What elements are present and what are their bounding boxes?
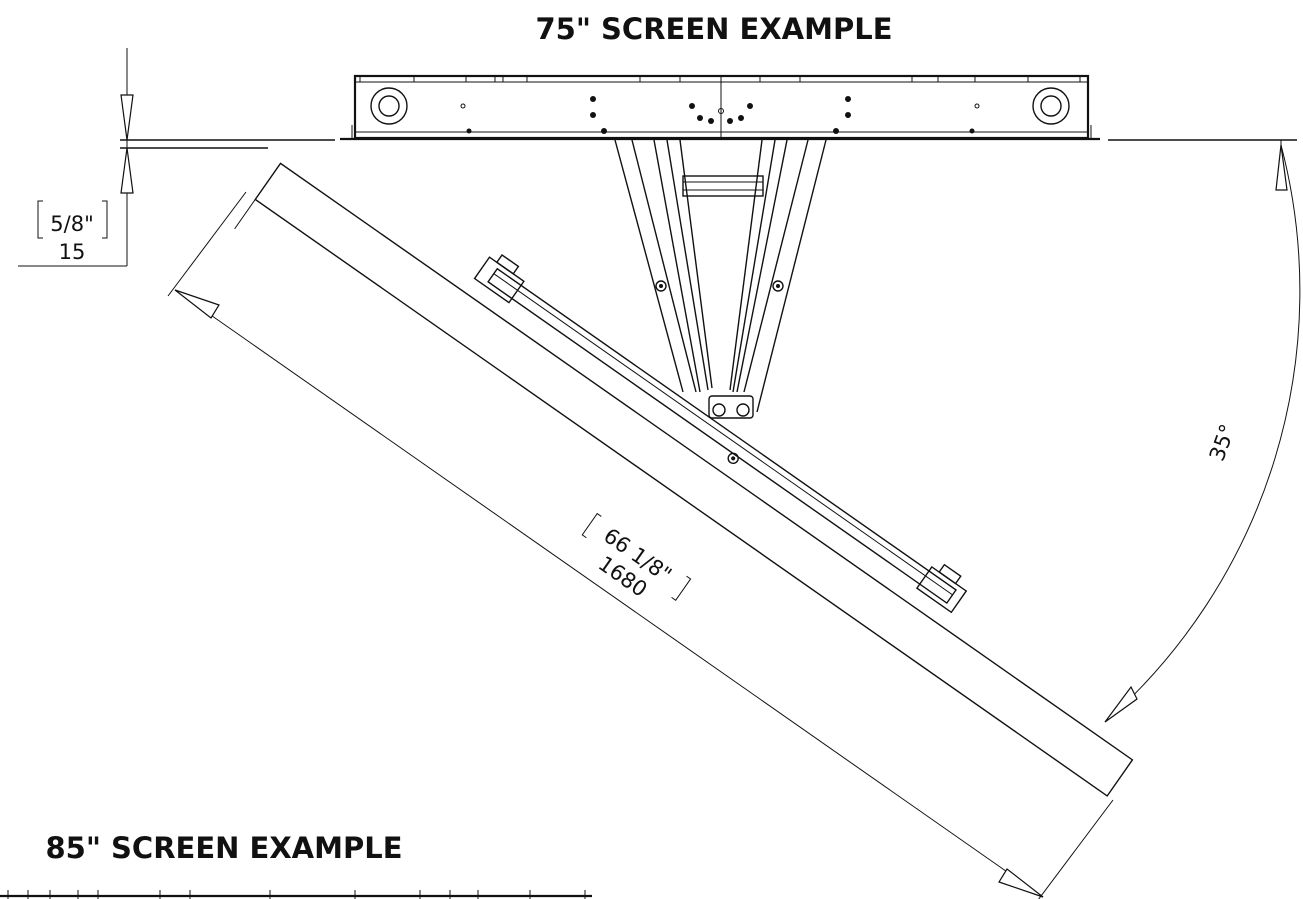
bracket-open	[37, 200, 43, 239]
offset-mm-label: 15	[59, 240, 86, 264]
support-arms	[614, 139, 827, 419]
ceiling-mount-plate-85	[0, 890, 592, 899]
screen-panel	[254, 162, 1134, 797]
title-75-inch: 75" SCREEN EXAMPLE	[535, 12, 892, 46]
mount-hole-right-icon	[1032, 87, 1070, 125]
pivot-icon	[727, 452, 739, 465]
tilt-angle-label: 35°	[1205, 421, 1240, 464]
dimension-arrow-icon	[998, 868, 1044, 898]
angle-arrow-icon	[1104, 685, 1138, 723]
ceiling-mount-plate	[351, 74, 1092, 140]
tilted-screen	[234, 162, 1134, 797]
bracket-close	[102, 200, 108, 239]
angle-arrow-icon	[1275, 144, 1288, 191]
mounting-rail	[487, 267, 957, 605]
title-85-inch: 85" SCREEN EXAMPLE	[45, 831, 402, 865]
screen-length-labels: 66 1/8" 1680	[581, 512, 692, 602]
offset-dimension	[18, 48, 134, 267]
mount-hole-left-icon	[370, 87, 408, 125]
dimension-arrow-icon	[120, 94, 134, 141]
dimension-arrow-icon	[120, 147, 134, 194]
ceiling-line	[120, 137, 1297, 149]
offset-inches-label: 5/8"	[50, 212, 93, 236]
dimension-arrow-icon	[174, 289, 220, 319]
tilt-angle-dimension	[1104, 140, 1301, 723]
screen-length-dimension	[167, 191, 1114, 899]
